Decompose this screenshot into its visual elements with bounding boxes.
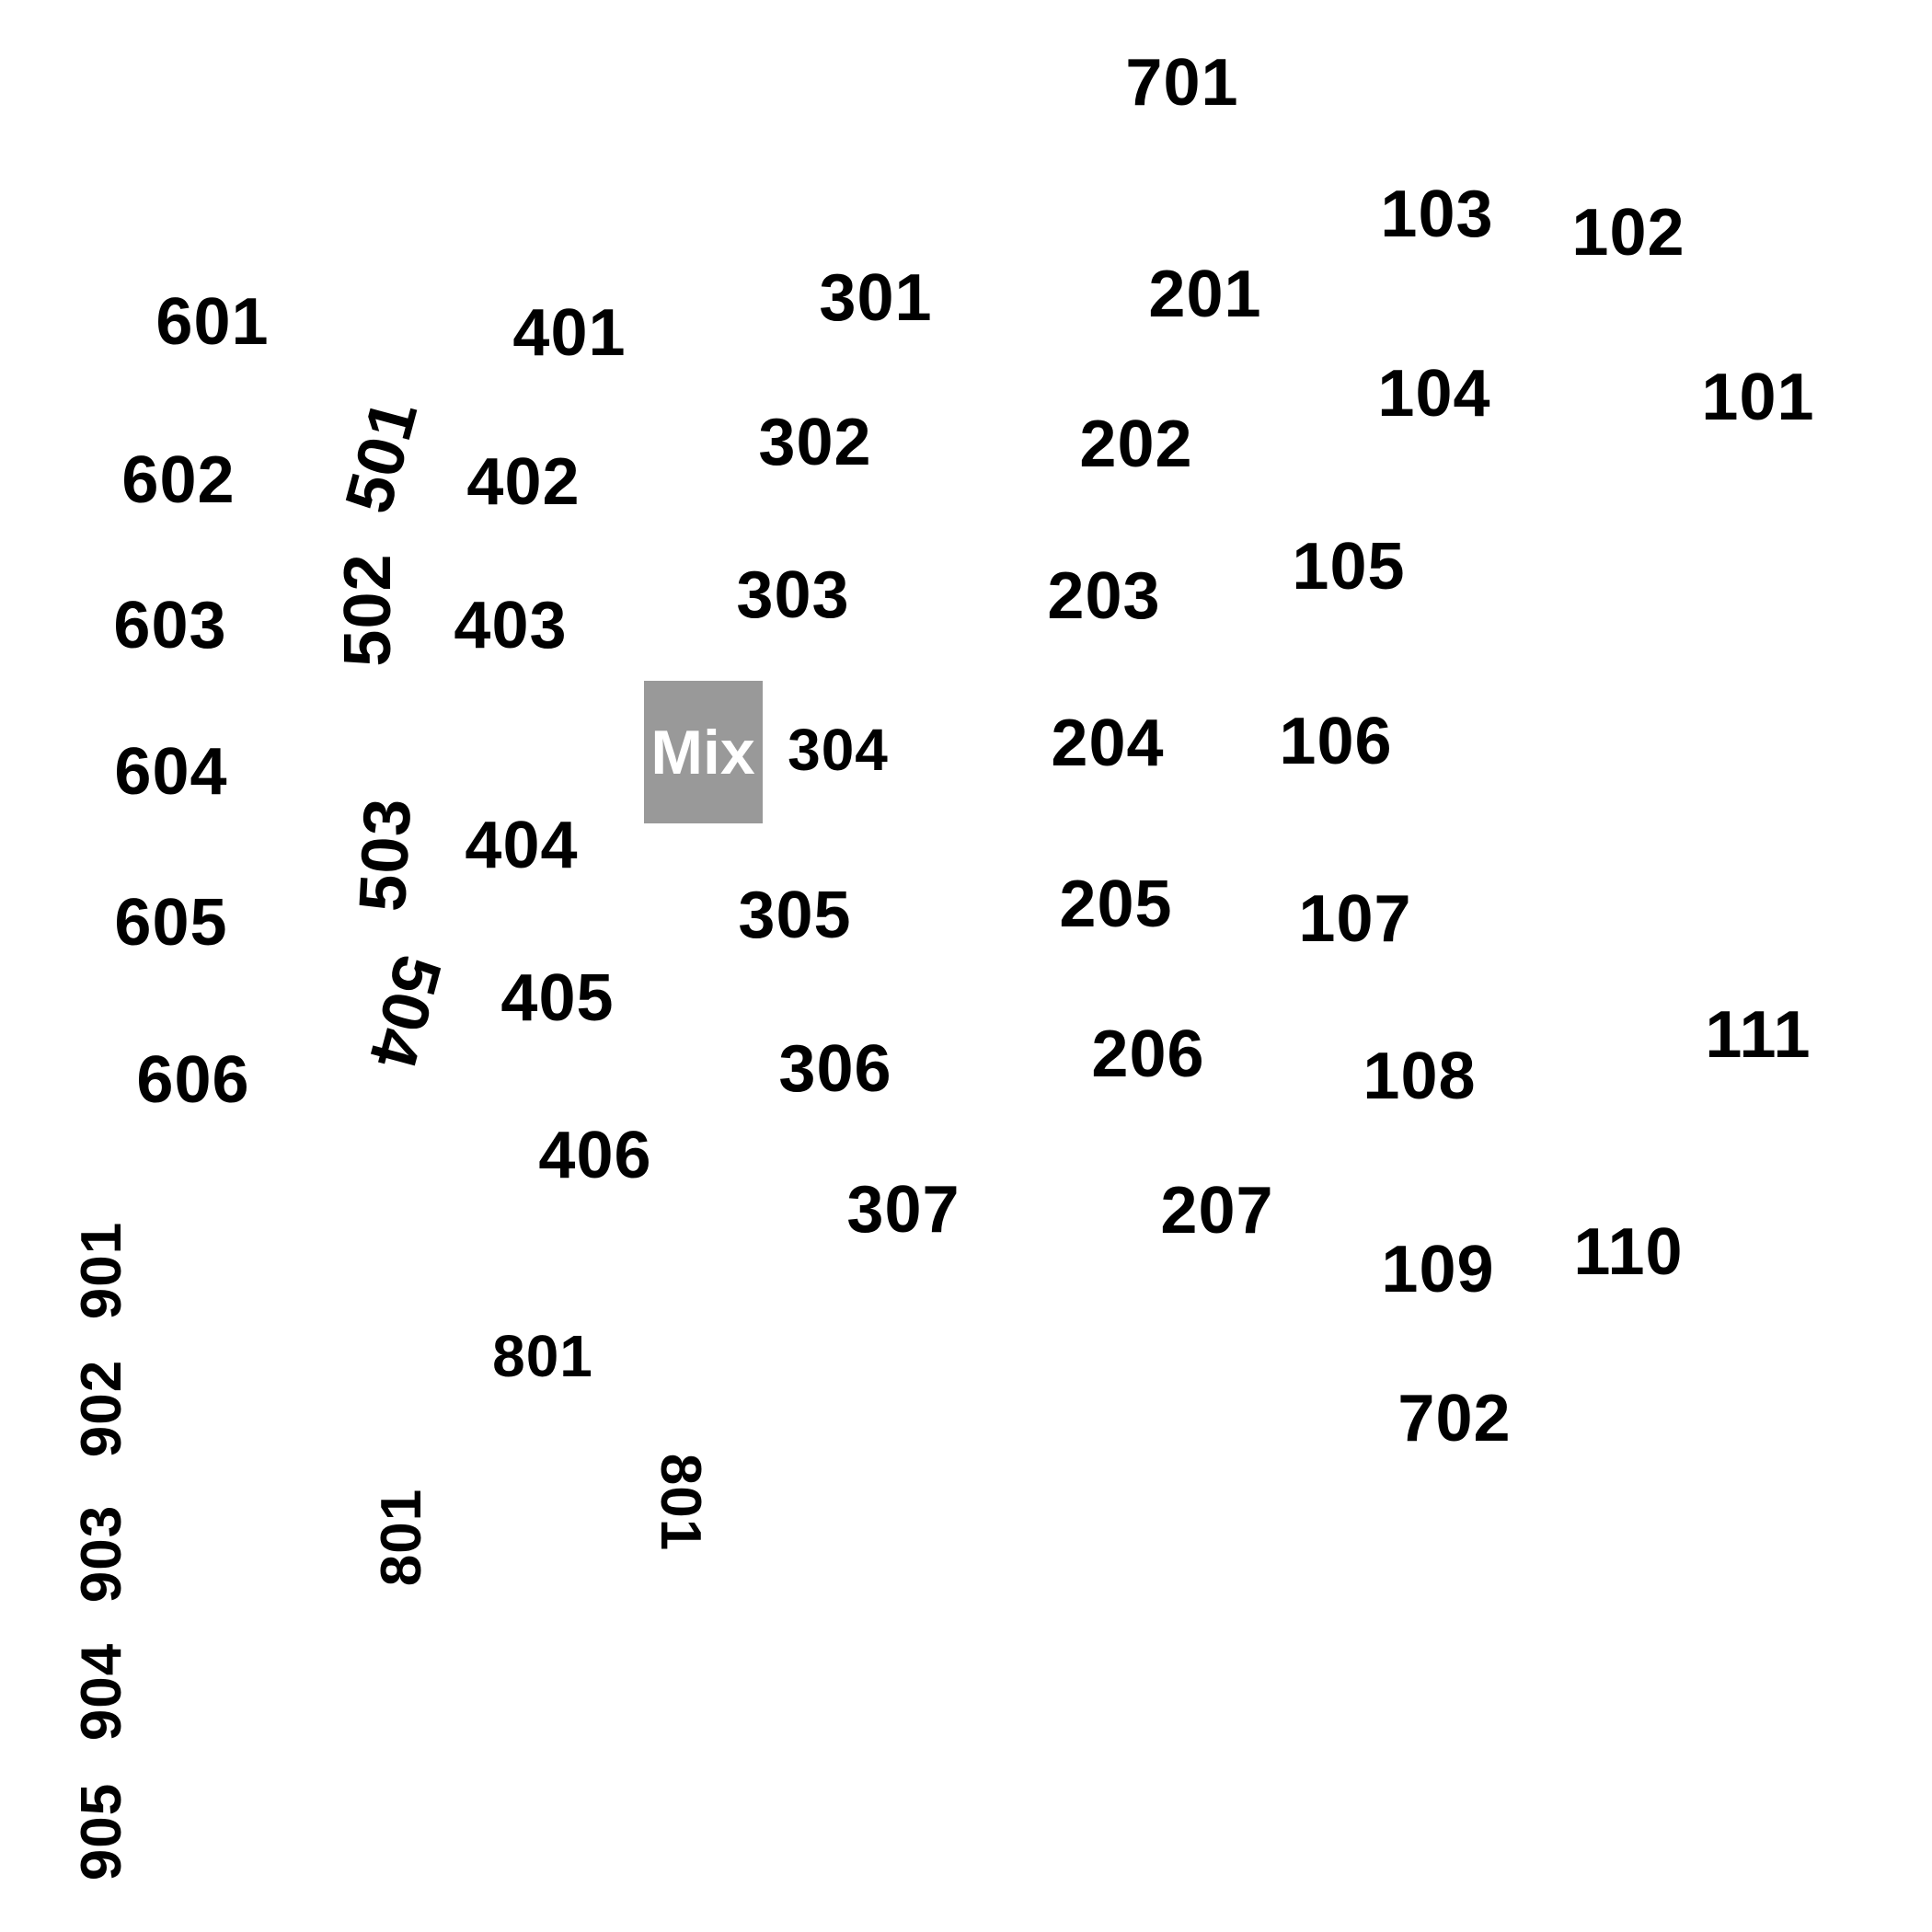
label-502: 502 — [331, 553, 405, 667]
label-801-rotated-down: 801 — [649, 1453, 712, 1552]
label-905: 905 — [70, 1782, 133, 1881]
label-306: 306 — [778, 1032, 892, 1106]
label-104: 104 — [1377, 357, 1491, 431]
label-401: 401 — [512, 296, 627, 370]
label-902: 902 — [70, 1359, 133, 1458]
label-501: 501 — [331, 392, 432, 521]
label-204: 204 — [1051, 707, 1165, 780]
label-101: 101 — [1701, 361, 1815, 434]
label-504: 504 — [354, 948, 455, 1076]
label-106: 106 — [1279, 705, 1393, 778]
label-307: 307 — [846, 1173, 960, 1247]
label-111: 111 — [1705, 998, 1811, 1072]
label-205: 205 — [1059, 868, 1173, 941]
label-102: 102 — [1571, 196, 1685, 270]
label-402: 402 — [466, 445, 581, 519]
label-601: 601 — [155, 285, 270, 359]
label-207: 207 — [1160, 1174, 1274, 1248]
label-301: 301 — [819, 261, 933, 335]
label-303: 303 — [736, 558, 850, 632]
label-405: 405 — [500, 961, 615, 1035]
label-107: 107 — [1298, 882, 1412, 956]
label-503: 503 — [345, 796, 426, 914]
label-110: 110 — [1573, 1215, 1684, 1289]
label-603: 603 — [113, 589, 227, 662]
label-105: 105 — [1292, 530, 1406, 604]
label-702: 702 — [1397, 1382, 1512, 1455]
label-801-rotated-up: 801 — [370, 1488, 433, 1587]
label-406: 406 — [538, 1119, 652, 1192]
label-903: 903 — [70, 1504, 133, 1604]
label-602: 602 — [121, 443, 236, 517]
label-606: 606 — [136, 1043, 250, 1117]
label-701: 701 — [1125, 46, 1239, 120]
label-404: 404 — [465, 809, 579, 882]
label-109: 109 — [1381, 1233, 1495, 1306]
label-605: 605 — [114, 886, 228, 960]
label-103: 103 — [1380, 178, 1494, 251]
label-108: 108 — [1363, 1040, 1477, 1113]
label-201: 201 — [1148, 258, 1262, 331]
label-203: 203 — [1047, 559, 1161, 633]
mix-box — [644, 681, 763, 823]
label-206: 206 — [1091, 1018, 1205, 1091]
label-604: 604 — [114, 735, 228, 809]
label-901: 901 — [70, 1221, 133, 1320]
label-403: 403 — [454, 589, 568, 662]
label-305: 305 — [738, 879, 852, 952]
label-302: 302 — [758, 406, 872, 479]
label-304: 304 — [788, 717, 889, 783]
label-801-horizontal: 801 — [492, 1323, 593, 1389]
label-904: 904 — [70, 1642, 133, 1742]
label-202: 202 — [1079, 408, 1193, 481]
mix-label: Mix — [650, 718, 755, 788]
